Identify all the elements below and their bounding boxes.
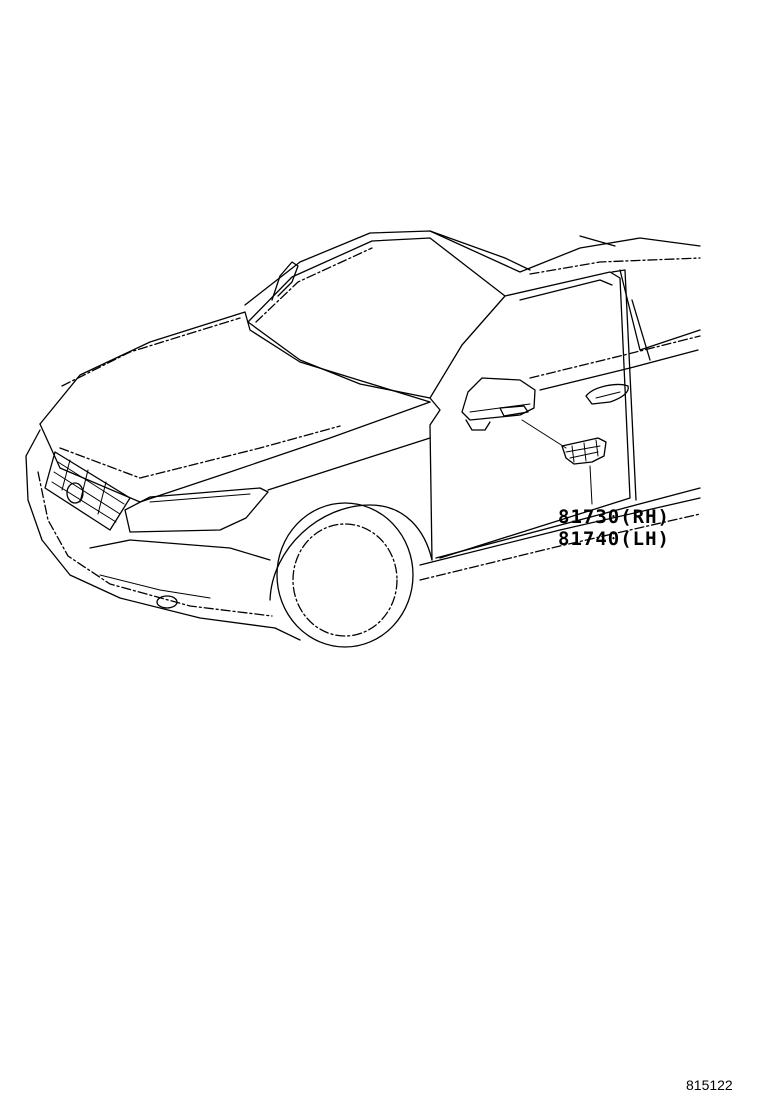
- roof-antenna: [271, 261, 299, 301]
- headlamp: [124, 487, 269, 533]
- front-wheel: [269, 502, 433, 648]
- leader-lines: [521, 419, 593, 505]
- windshield: [247, 237, 506, 399]
- front-bumper: [25, 429, 276, 629]
- part-side-lh: (LH): [620, 528, 670, 550]
- door-handle: [585, 383, 629, 405]
- side-turn-signal-lamp: [561, 437, 607, 465]
- rear-door: [611, 269, 701, 501]
- part-label-rh: 81730(RH): [558, 508, 670, 527]
- part-number-lh: 81740: [558, 528, 621, 550]
- side-mirror: [461, 377, 536, 431]
- fog-lamp: [89, 539, 271, 609]
- part-label-lh: 81740(LH): [558, 530, 670, 549]
- front-fender: [267, 397, 441, 561]
- diagram-id: 815122: [686, 1077, 733, 1093]
- part-side-rh: (RH): [620, 506, 670, 528]
- roof-outline: [244, 230, 701, 306]
- part-number-rh: 81730: [558, 506, 621, 528]
- side-sill: [274, 487, 701, 641]
- hood: [39, 311, 431, 503]
